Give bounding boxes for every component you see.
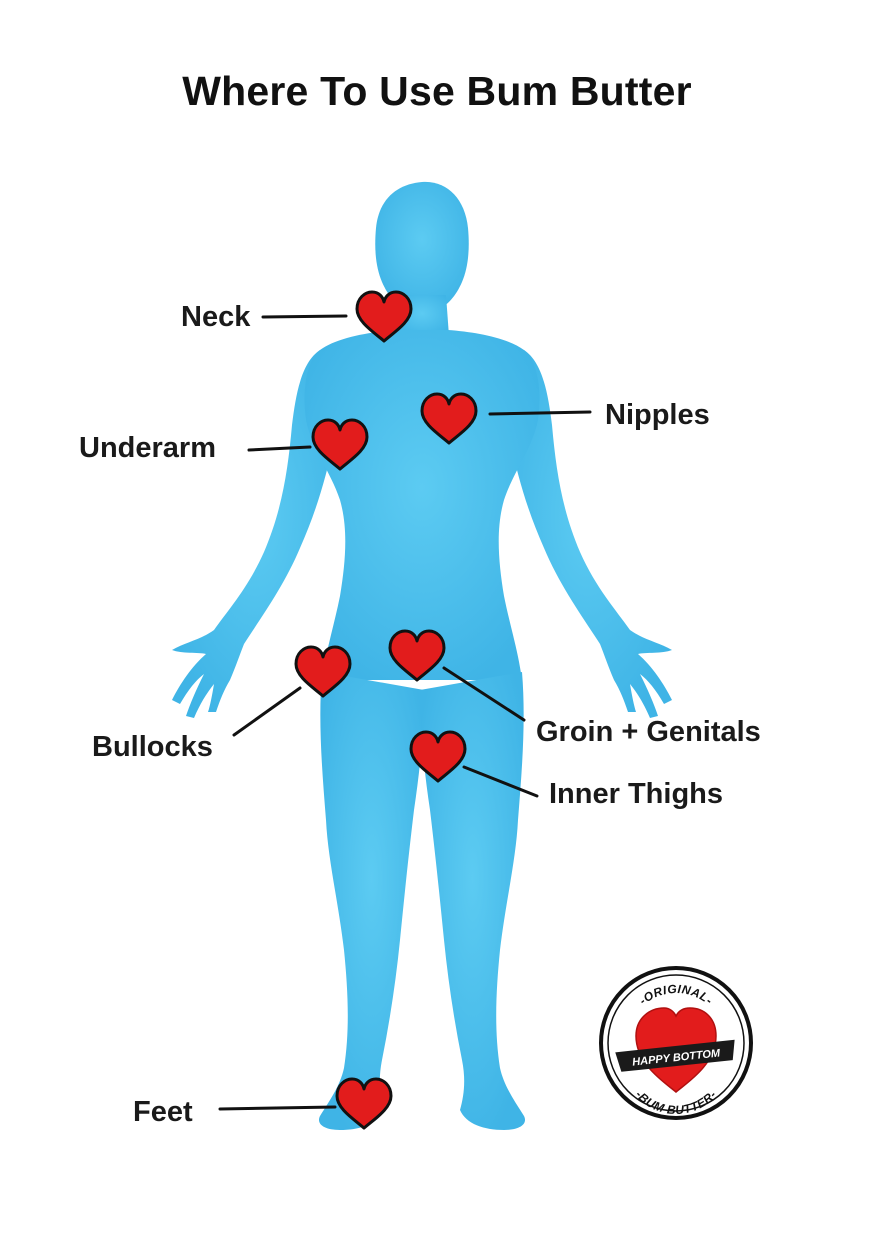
label-inner-thighs: Inner Thighs <box>549 778 723 810</box>
leader-line-feet <box>218 1105 337 1111</box>
leader-line-underarm <box>247 445 312 452</box>
left-leg <box>318 672 424 1130</box>
leader-line-nipples <box>488 410 592 416</box>
page-title: Where To Use Bum Butter <box>182 68 692 114</box>
label-underarm: Underarm <box>79 432 216 464</box>
label-groin-genitals: Groin + Genitals <box>536 716 761 748</box>
label-feet: Feet <box>133 1096 193 1128</box>
right-leg <box>420 672 526 1130</box>
leader-line-bullocks <box>232 686 302 737</box>
label-bullocks: Bullocks <box>92 731 213 763</box>
leader-line-neck <box>261 314 348 319</box>
happy-bottom-logo: -ORIGINAL- HAPPY BOTTOM -BUM BUTTER- <box>599 966 753 1120</box>
torso <box>304 330 540 680</box>
leader-lines <box>218 314 592 1111</box>
left-arm <box>172 350 340 718</box>
leader-line-inner-thighs <box>462 765 539 798</box>
leader-line-groin <box>442 666 526 722</box>
label-neck: Neck <box>181 301 251 333</box>
logo-band <box>615 1039 735 1072</box>
labels: Neck Nipples Underarm Bullocks Groin + G… <box>79 301 761 1128</box>
right-arm <box>504 350 672 718</box>
head <box>375 181 469 310</box>
label-nipples: Nipples <box>605 399 710 431</box>
